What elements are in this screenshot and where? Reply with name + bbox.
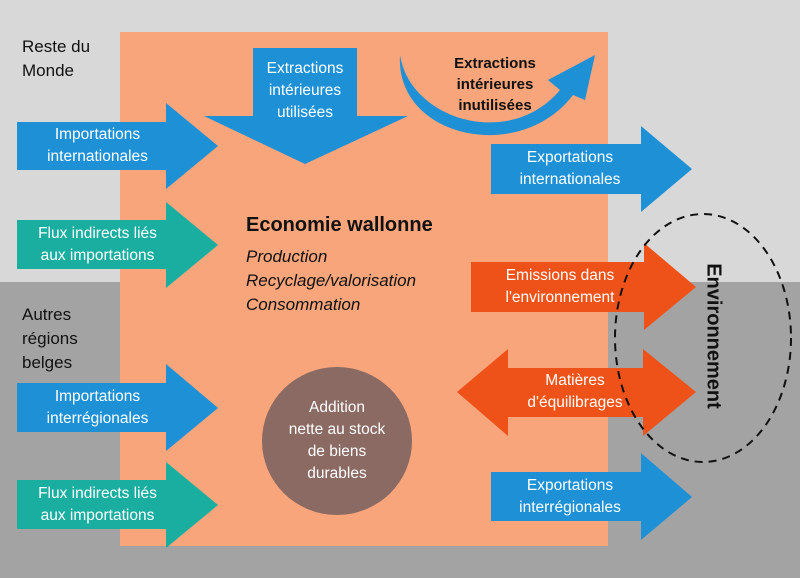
balancing-label: Matières d'équilibrages [527, 372, 623, 411]
stock-addition-circle [262, 367, 412, 515]
emissions-label: Emissions dans l'environnement [505, 267, 615, 306]
extractions-used-arrow [204, 48, 408, 164]
activity-recycling: Recyclage/valorisation [246, 271, 417, 290]
rest-of-world-label: Reste du Monde [22, 37, 91, 80]
economy-title: Economie wallonne [246, 214, 433, 236]
stock-addition-label: Addition nette au stock de biens durable… [288, 399, 386, 482]
environment-label: Environnement [702, 263, 725, 409]
exports-international-label: Exportations internationales [519, 149, 621, 188]
indirect-imports-1-label: Flux indirects liés aux importations [38, 225, 157, 264]
indirect-imports-1-arrow [17, 202, 218, 288]
exports-interregional-label: Exportations interrégionales [519, 477, 621, 516]
balancing-arrow [457, 349, 696, 436]
activity-production: Production [246, 247, 328, 266]
activity-consumption: Consommation [246, 295, 361, 314]
imports-interregional-label: Importations interrégionales [46, 388, 149, 427]
imports-international-arrow [17, 103, 218, 189]
extractions-unused-label: Extractions intérieures inutilisées [454, 55, 536, 114]
indirect-imports-2-label: Flux indirects liés aux importations [38, 485, 157, 524]
exports-interregional-arrow [491, 453, 692, 540]
indirect-imports-2-arrow [17, 462, 218, 548]
emissions-arrow [471, 243, 696, 330]
exports-international-arrow [491, 126, 692, 212]
imports-international-label: Importations internationales [47, 126, 148, 165]
environment-ellipse [614, 213, 792, 463]
extractions-unused-arrow [399, 55, 595, 136]
imports-interregional-arrow [17, 364, 218, 451]
extractions-used-label: Extractions intérieures utilisées [266, 60, 344, 121]
other-regions-label: Autres régions belges [22, 305, 78, 372]
